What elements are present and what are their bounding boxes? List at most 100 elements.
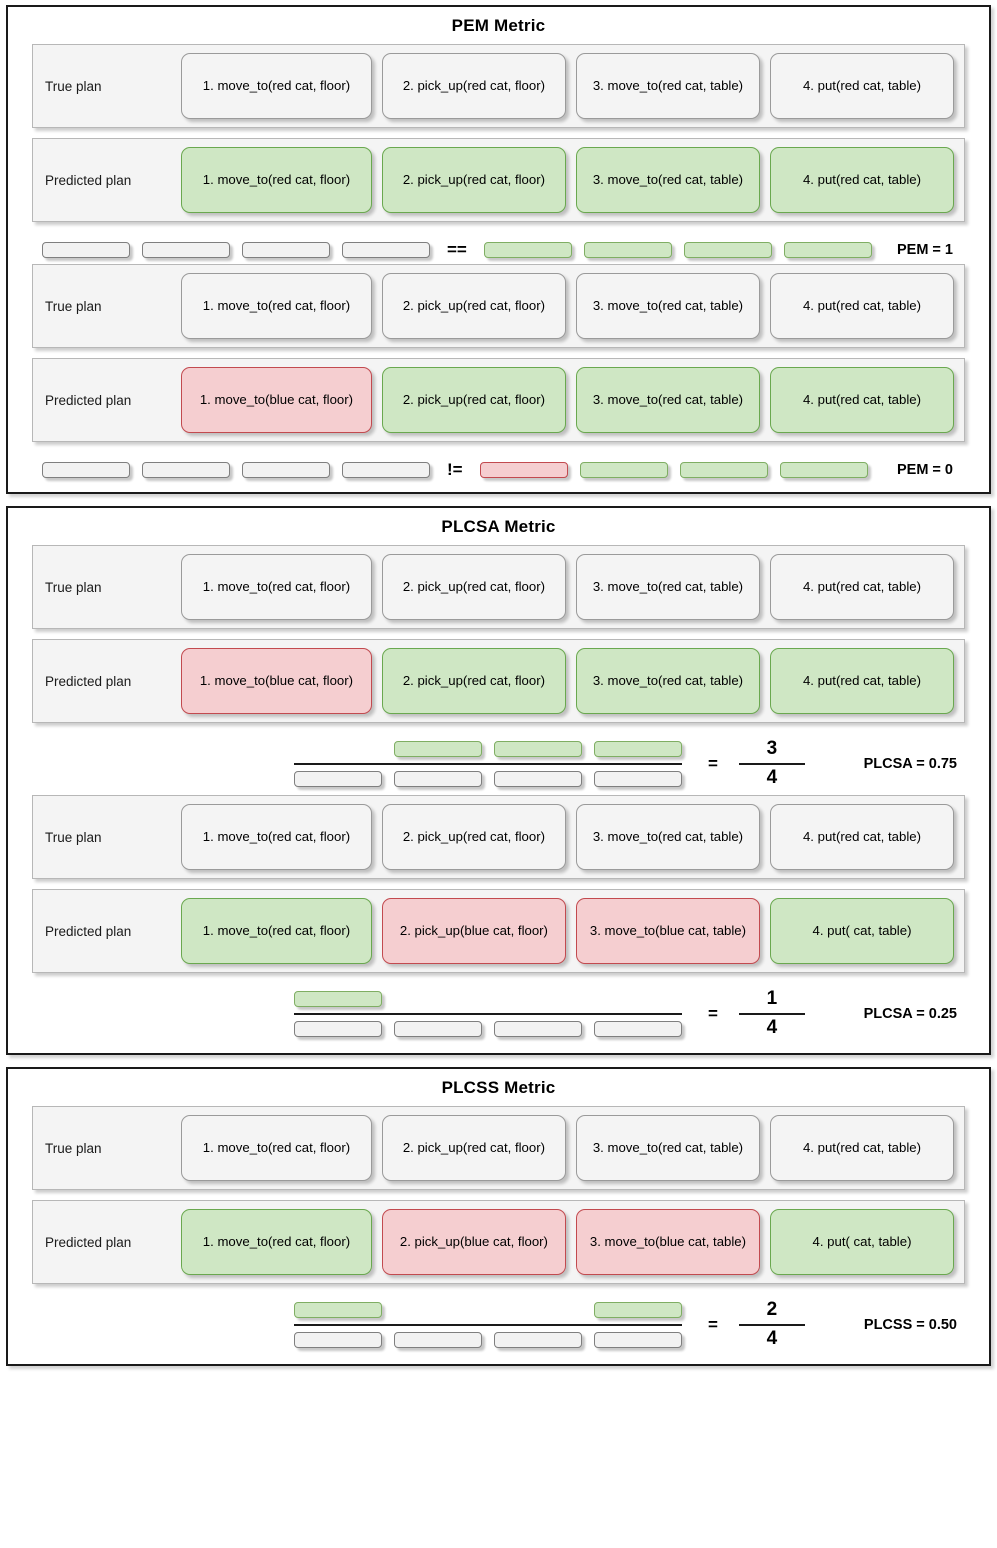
true-plan-label: True plan — [45, 1140, 102, 1156]
plan-bar — [294, 991, 382, 1007]
plan-bar — [142, 462, 230, 478]
plan-steps: 1. move_to(red cat, floor)2. pick_up(red… — [181, 273, 954, 339]
plan-step-box: 3. move_to(red cat, table) — [575, 147, 760, 213]
plan-step-box: 1. move_to(red cat, floor) — [181, 273, 372, 339]
fraction-denominator: 4 — [766, 1328, 778, 1349]
plan-bar — [242, 242, 330, 258]
plan-step-box: 2. pick_up(red cat, floor) — [381, 804, 566, 870]
metric-result: PLCSS = 0.50 — [863, 1317, 957, 1333]
plan-step-box: 1. move_to(red cat, floor) — [181, 1115, 372, 1181]
metric-section-title: PLCSA Metric — [441, 517, 556, 536]
metric-result: PEM = 0 — [896, 462, 953, 478]
fraction-numerator-bars — [294, 739, 682, 759]
plan-step-box: 2. pick_up(red cat, floor) — [381, 53, 566, 119]
plan-bar — [42, 462, 130, 478]
comparison-operator: = — [708, 1315, 718, 1334]
true-plan-label: True plan — [45, 829, 102, 845]
predicted-plan-label: Predicted plan — [45, 392, 132, 408]
plan-bar — [142, 242, 230, 258]
plan-step-box: 1. move_to(red cat, floor) — [181, 804, 372, 870]
plan-step-box: 3. move_to(blue cat, table) — [575, 1209, 760, 1275]
plan-steps: 1. move_to(red cat, floor)2. pick_up(red… — [181, 147, 954, 213]
predicted-plan-bars — [483, 242, 872, 258]
fraction-bars — [294, 739, 682, 789]
predicted-plan-label: Predicted plan — [45, 172, 132, 188]
true-plan-panel: True plan 1. move_to(red cat, floor)2. pi… — [32, 264, 965, 348]
plan-steps: 1. move_to(red cat, floor)2. pick_up(red… — [181, 1115, 954, 1181]
plan-bar — [394, 1021, 482, 1037]
fraction-divider-line — [294, 1324, 682, 1326]
plan-bar — [594, 771, 682, 787]
plan-bar — [494, 771, 582, 787]
metric-section-title: PLCSS Metric — [441, 1078, 556, 1097]
plan-step-box: 3. move_to(red cat, table) — [575, 367, 760, 433]
true-plan-label: True plan — [45, 298, 102, 314]
fraction-numerator: 1 — [766, 988, 778, 1010]
comparison-row: ==PEM = 1 — [32, 232, 965, 264]
plan-steps: 1. move_to(red cat, floor)2. pick_up(blu… — [181, 898, 954, 964]
predicted-plan-label: Predicted plan — [45, 923, 132, 939]
plan-step-box: 2. pick_up(blue cat, floor) — [381, 1209, 566, 1275]
plan-bar — [294, 1302, 382, 1318]
plan-bar — [242, 462, 330, 478]
comparison-row: !=PEM = 0 — [32, 452, 965, 484]
true-plan-bars — [42, 242, 430, 258]
comparison-operator: = — [708, 754, 718, 773]
plan-step-box: 2. pick_up(red cat, floor) — [381, 1115, 566, 1181]
fraction-bars — [294, 989, 682, 1039]
plan-step-box: 1. move_to(red cat, floor) — [181, 554, 372, 620]
plan-step-box: 1. move_to(blue cat, floor) — [181, 648, 372, 714]
metric-result: PLCSA = 0.25 — [863, 1006, 957, 1022]
plan-bar — [479, 462, 568, 478]
plan-step-box: 2. pick_up(red cat, floor) — [381, 367, 566, 433]
metric-section-title: PEM Metric — [451, 16, 546, 35]
plan-steps: 1. move_to(red cat, floor)2. pick_up(blu… — [181, 1209, 954, 1275]
plan-step-box: 4. put(red cat, table) — [769, 648, 954, 714]
plan-bar — [294, 1021, 382, 1037]
plan-step-box: 2. pick_up(red cat, floor) — [381, 273, 566, 339]
plan-bar — [342, 242, 430, 258]
comparison-operator: = — [708, 1004, 718, 1023]
plan-step-box: 4. put(red cat, table) — [769, 147, 954, 213]
fraction-numerator-bars — [294, 1300, 682, 1320]
plan-steps: 1. move_to(red cat, floor)2. pick_up(red… — [181, 53, 954, 119]
fraction-denominator: 4 — [766, 1017, 778, 1038]
plan-bar — [494, 1332, 582, 1348]
plan-step-box: 4. put( cat, table) — [769, 898, 954, 964]
comparison-operator: == — [447, 240, 467, 259]
plan-step-box: 4. put(red cat, table) — [769, 1115, 954, 1181]
plan-step-box: 2. pick_up(red cat, floor) — [381, 648, 566, 714]
plan-bar — [494, 741, 582, 757]
plan-step-box: 1. move_to(red cat, floor) — [181, 53, 372, 119]
plan-step-box: 4. put(red cat, table) — [769, 804, 954, 870]
predicted-plan-panel: Predicted plan 1. move_to(red cat, floor)… — [32, 138, 965, 222]
plan-bar — [483, 242, 572, 258]
plan-bar — [583, 242, 672, 258]
plan-step-box: 4. put(red cat, table) — [769, 273, 954, 339]
true-plan-panel: True plan 1. move_to(red cat, floor)2. pi… — [32, 795, 965, 879]
plan-bar — [683, 242, 772, 258]
plan-step-box: 1. move_to(red cat, floor) — [181, 1209, 372, 1275]
true-plan-label: True plan — [45, 579, 102, 595]
plan-step-box: 3. move_to(red cat, table) — [575, 1115, 760, 1181]
plan-steps: 1. move_to(blue cat, floor)2. pick_up(re… — [181, 648, 954, 714]
plan-step-box: 4. put( cat, table) — [769, 1209, 954, 1275]
plan-bar — [783, 242, 872, 258]
fraction-denominator-bars — [294, 1019, 682, 1039]
plan-bar — [294, 771, 382, 787]
plan-step-box: 3. move_to(red cat, table) — [575, 648, 760, 714]
plan-bar — [394, 771, 482, 787]
plan-step-box: 3. move_to(red cat, table) — [575, 554, 760, 620]
true-plan-bars — [42, 462, 430, 478]
fraction-denominator-bars — [294, 769, 682, 789]
fraction-denominator-bars — [294, 1330, 682, 1350]
fraction-bars — [294, 1300, 682, 1350]
